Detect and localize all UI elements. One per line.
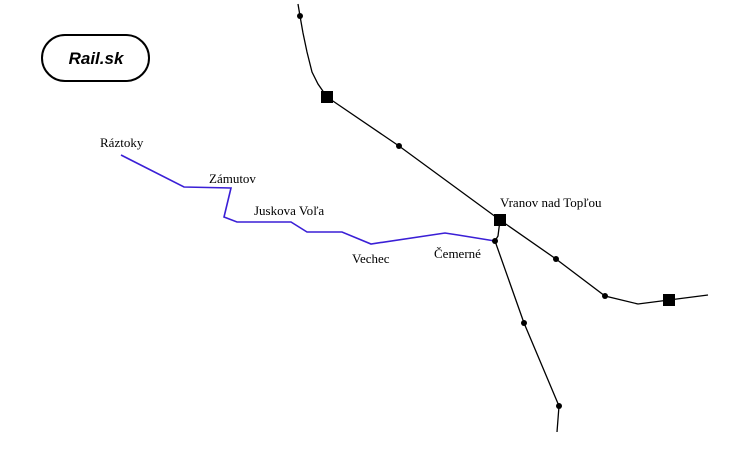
main-line-south: [494, 240, 560, 433]
label-raztoky: Ráztoky: [100, 135, 144, 150]
station-square-vranov[interactable]: [494, 214, 506, 226]
label-juskova-vola: Juskova Voľa: [254, 203, 324, 218]
label-vranov: Vranov nad Topľou: [500, 195, 602, 210]
label-zamutov: Zámutov: [209, 171, 256, 186]
station-dot-south-1[interactable]: [521, 320, 527, 326]
label-vechec: Vechec: [352, 251, 390, 266]
logo-text: Rail.sk: [69, 49, 125, 68]
station-square-north[interactable]: [321, 91, 333, 103]
main-line-east: [499, 219, 709, 305]
station-dot-cemerne[interactable]: [492, 238, 498, 244]
label-cemerne: Čemerné: [434, 246, 481, 261]
rail-sk-logo[interactable]: Rail.sk: [41, 34, 150, 82]
station-dot-north-top[interactable]: [297, 13, 303, 19]
station-dot-south-2[interactable]: [556, 403, 562, 409]
main-line-west-to-vranov: [326, 96, 501, 221]
branch-line-raztoky-cemerne: [120, 154, 496, 245]
station-dot-mid-northwest[interactable]: [396, 143, 402, 149]
station-dot-east-2[interactable]: [602, 293, 608, 299]
station-dot-east-1[interactable]: [553, 256, 559, 262]
station-square-east[interactable]: [663, 294, 675, 306]
main-line-north: [297, 3, 328, 98]
logo-border: [41, 34, 150, 82]
